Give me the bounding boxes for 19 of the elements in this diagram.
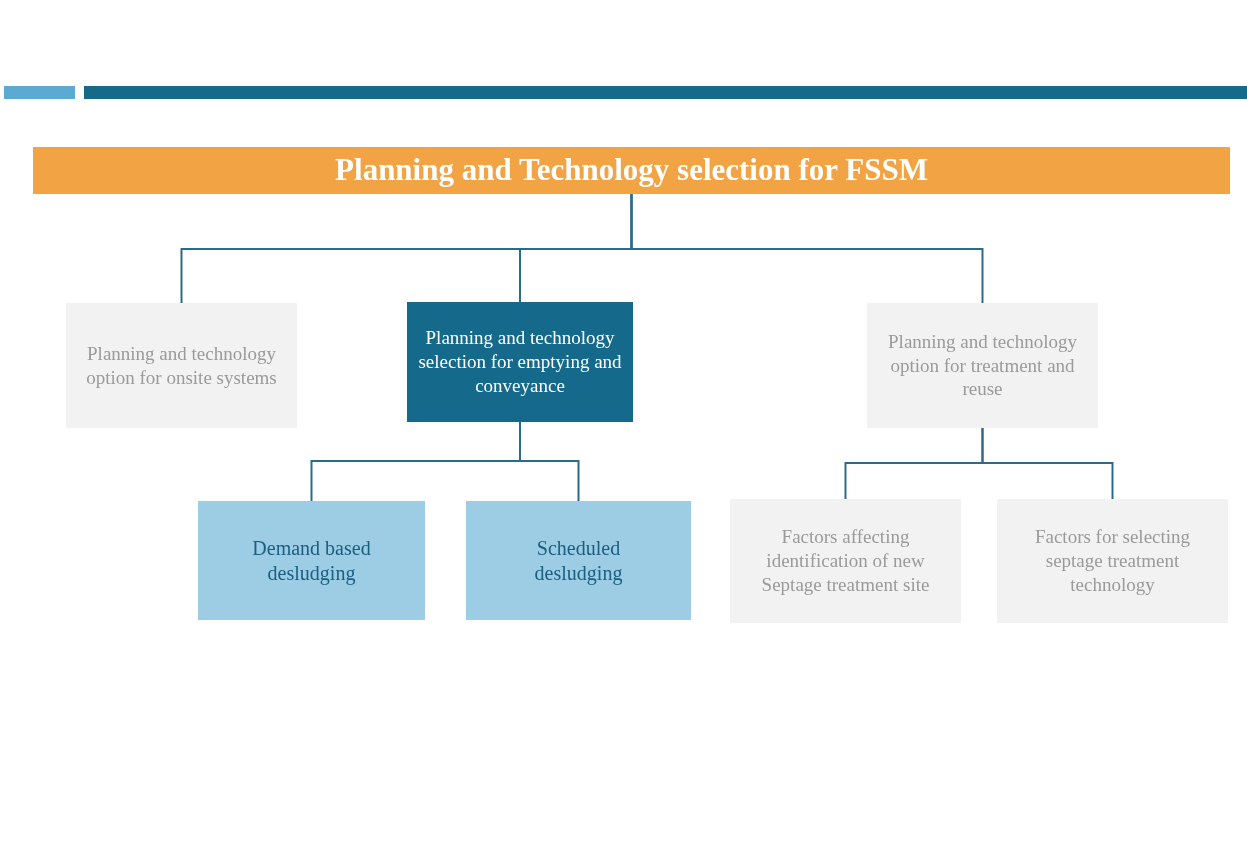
faded-box: [730, 499, 961, 623]
connector-line: [981, 427, 1114, 500]
faded-box: [66, 303, 297, 428]
node-label: Factors for selecting septage treatment technology: [1033, 525, 1192, 597]
node-label: Planning and technology selection for emptying and conveyance: [417, 326, 623, 398]
connector-line: [630, 193, 984, 304]
sub-box: [466, 501, 691, 620]
sub-box: [198, 501, 425, 620]
node-label: Factors affecting identification of new Septage treatment site: [760, 525, 931, 597]
node-label: Demand based desludging: [251, 535, 372, 586]
node-label: Scheduled desludging: [533, 535, 624, 586]
connector-line: [519, 421, 580, 502]
faded-box: [867, 303, 1098, 428]
faded-box: [997, 499, 1228, 623]
active-box: [407, 302, 633, 422]
title-box: [33, 147, 1230, 194]
node-label: Planning and technology option for treatment and reuse: [887, 329, 1078, 402]
node-label: Planning and technology option for onsite systems: [85, 341, 278, 390]
node-label: Planning and Technology selection for FSSM: [335, 151, 928, 190]
